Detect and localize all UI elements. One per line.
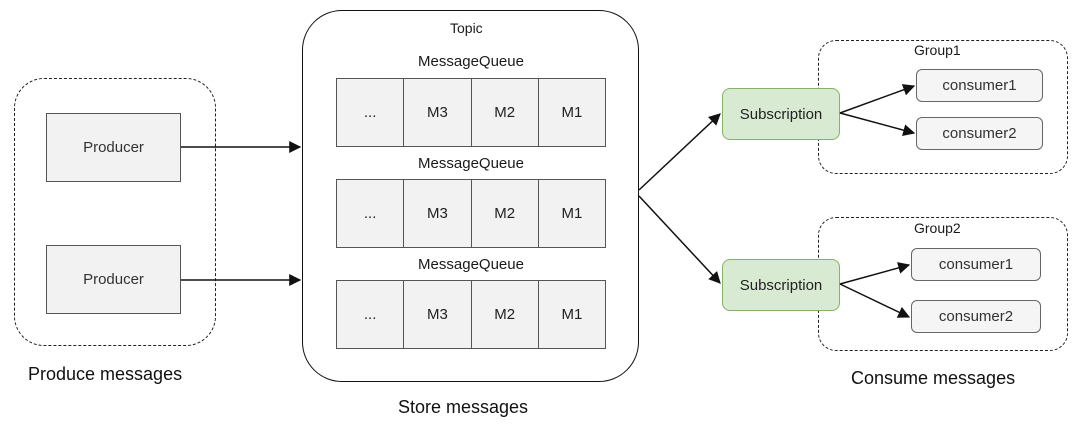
subscription-to-consumer-arrow	[839, 112, 916, 136]
queue-cell: M2	[470, 180, 538, 247]
queue-cell: M1	[537, 180, 605, 247]
message-queue: ... M3 M2 M1	[336, 280, 606, 349]
queue-cell: M2	[470, 79, 538, 146]
consumer-box: consumer2	[916, 117, 1043, 150]
topic-to-subscription-arrow	[638, 113, 721, 191]
queue-cell: M3	[403, 79, 470, 146]
consumer-label: consumer1	[942, 77, 1017, 94]
message-queue: ... M3 M2 M1	[336, 78, 606, 147]
subscription-to-consumer-arrow	[839, 262, 911, 285]
queue-cell: M3	[403, 180, 470, 247]
producer-region	[14, 78, 216, 346]
consumer-box: consumer1	[911, 248, 1041, 281]
subscription-label: Subscription	[739, 105, 823, 123]
subscription-box: Subscription	[722, 259, 840, 311]
producer-box: Producer	[46, 113, 181, 182]
group-name: Group1	[914, 42, 961, 58]
consumer-box: consumer1	[916, 69, 1043, 102]
consumer-box: consumer2	[911, 300, 1041, 333]
group-name: Group2	[914, 220, 961, 236]
consumer-label: consumer1	[938, 256, 1014, 273]
message-queue-label: MessageQueue	[418, 53, 524, 70]
consumer-label: consumer2	[942, 125, 1017, 142]
queue-cell: ...	[363, 104, 377, 121]
queue-cell: M3	[403, 281, 470, 348]
subscription-box: Subscription	[722, 88, 840, 140]
producer-label: Producer	[83, 271, 144, 288]
subscription-to-consumer-arrow	[839, 283, 911, 318]
producer-box: Producer	[46, 245, 181, 314]
queue-cell: M1	[537, 79, 605, 146]
consumer-label: consumer2	[938, 308, 1014, 325]
subscription-label: Subscription	[739, 276, 823, 294]
store-messages-caption: Store messages	[398, 397, 529, 417]
message-queue: ... M3 M2 M1	[336, 179, 606, 248]
queue-cell: ...	[363, 205, 377, 222]
queue-cell: ...	[363, 306, 377, 323]
consume-messages-caption: Consume messages	[851, 368, 1016, 388]
queue-cell: M1	[537, 281, 605, 348]
queue-cell: M2	[470, 281, 538, 348]
topic-title: Topic	[450, 20, 483, 36]
message-queue-label: MessageQueue	[418, 155, 524, 172]
subscription-to-consumer-arrow	[839, 84, 916, 114]
topic-to-subscription-arrow	[638, 195, 721, 284]
producer-label: Producer	[83, 139, 144, 156]
message-queue-label: MessageQueue	[418, 256, 524, 273]
produce-messages-caption: Produce messages	[28, 364, 183, 384]
